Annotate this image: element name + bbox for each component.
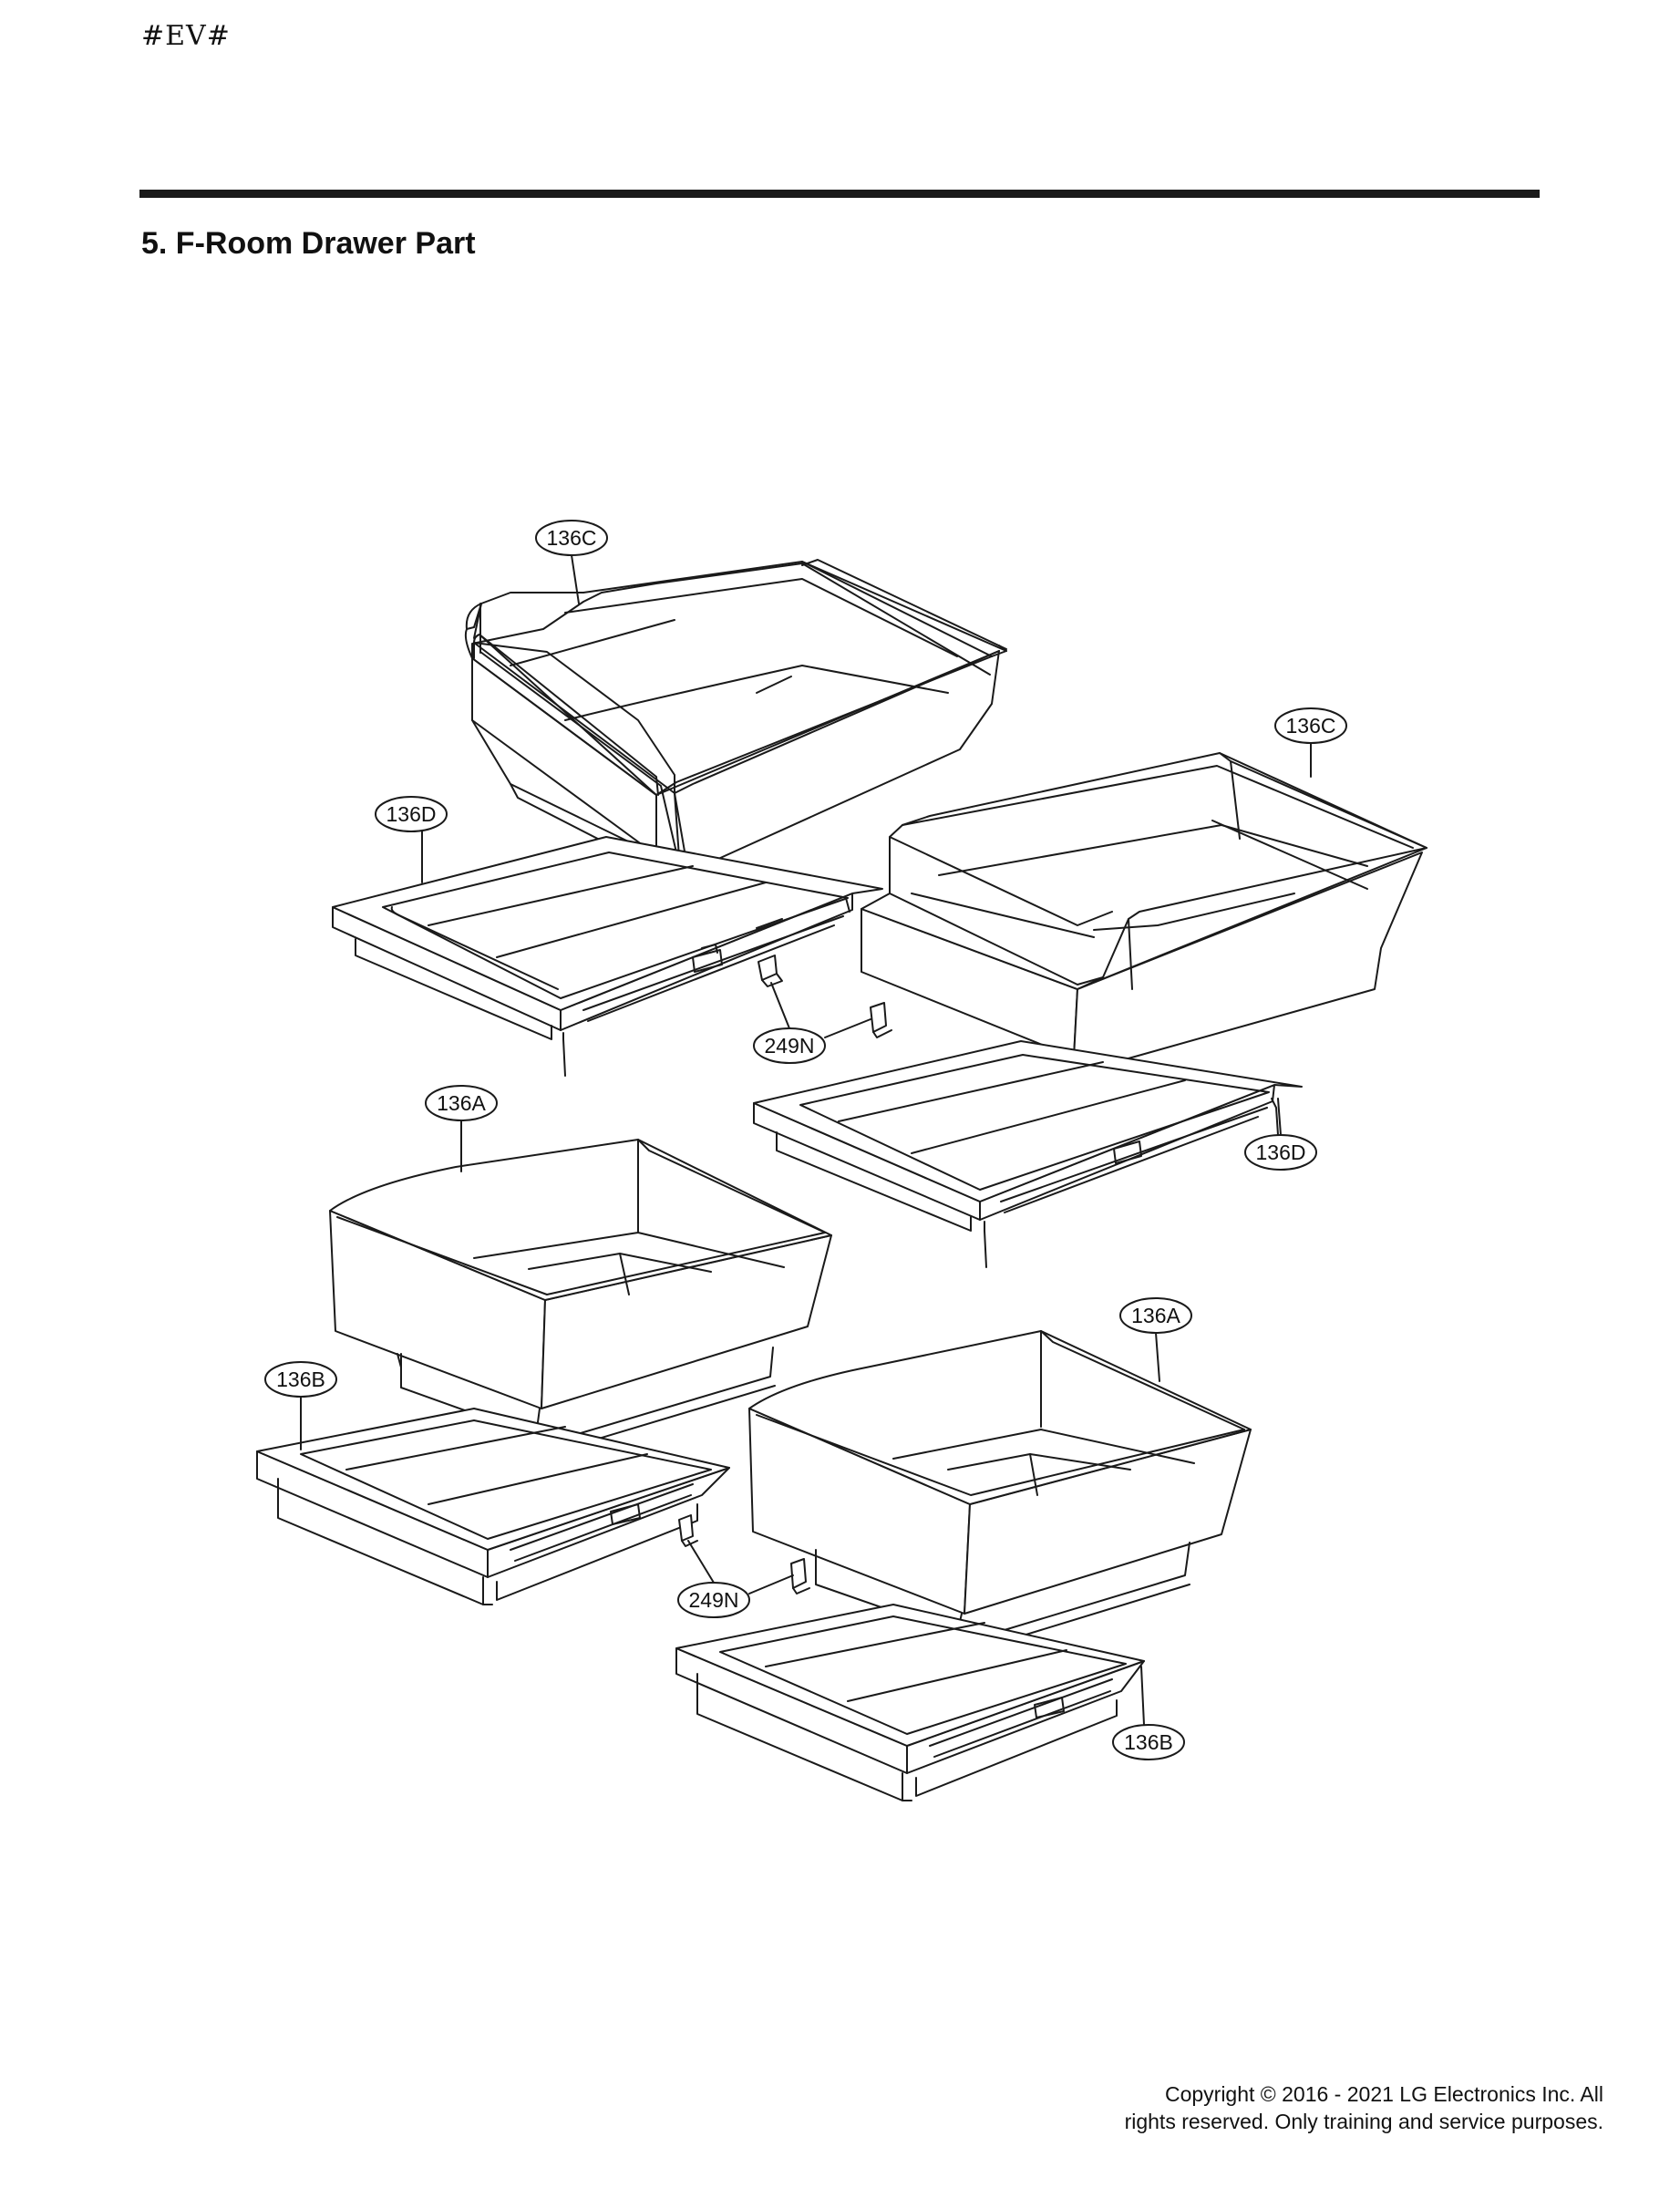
callout-136d-right: 136D — [1244, 1098, 1317, 1171]
page-title: 5. F-Room Drawer Part — [141, 226, 476, 261]
callout-136b-right: 136B — [1112, 1666, 1185, 1760]
callout-136d-left: 136D — [375, 796, 448, 883]
frame-136b-left — [256, 1408, 730, 1605]
callout-249n-lower: 249N — [677, 1540, 794, 1618]
drawer-136a-right — [748, 1330, 1252, 1651]
svg-text:136A: 136A — [437, 1091, 486, 1115]
callout-136a-left: 136A — [425, 1085, 498, 1172]
callout-249n-upper: 249N — [753, 982, 871, 1064]
svg-text:136C: 136C — [547, 526, 597, 550]
drawer-136c-right — [861, 752, 1427, 1066]
svg-text:136A: 136A — [1131, 1304, 1180, 1327]
callout-136b-left: 136B — [264, 1361, 337, 1450]
copyright-notice: Copyright © 2016 - 2021 LG Electronics I… — [965, 2080, 1603, 2135]
copyright-line-2: rights reserved. Only training and servi… — [1124, 2110, 1603, 2133]
header-rule — [139, 190, 1540, 198]
svg-text:136D: 136D — [1256, 1140, 1306, 1164]
svg-text:136C: 136C — [1286, 714, 1336, 738]
callout-136c-top: 136C — [535, 520, 608, 604]
svg-text:249N: 249N — [689, 1588, 739, 1612]
document-tag: #EV# — [141, 20, 231, 52]
copyright-line-1: Copyright © 2016 - 2021 LG Electronics I… — [1164, 2082, 1603, 2106]
clip-249n-lower — [678, 1514, 810, 1595]
frame-136b-right — [675, 1604, 1145, 1801]
drawer-136a-left — [329, 1139, 832, 1452]
svg-text:249N: 249N — [765, 1034, 815, 1058]
frame-136d-right — [753, 1040, 1303, 1268]
svg-text:136B: 136B — [1124, 1730, 1173, 1754]
frame-136d-left — [332, 836, 883, 1077]
drawer-136c-left — [464, 559, 1007, 873]
clip-249n-upper — [758, 955, 892, 1038]
callout-136c-right: 136C — [1274, 707, 1347, 778]
callout-136a-right: 136A — [1119, 1297, 1192, 1382]
svg-text:136B: 136B — [276, 1368, 325, 1391]
svg-text:136D: 136D — [387, 802, 437, 826]
